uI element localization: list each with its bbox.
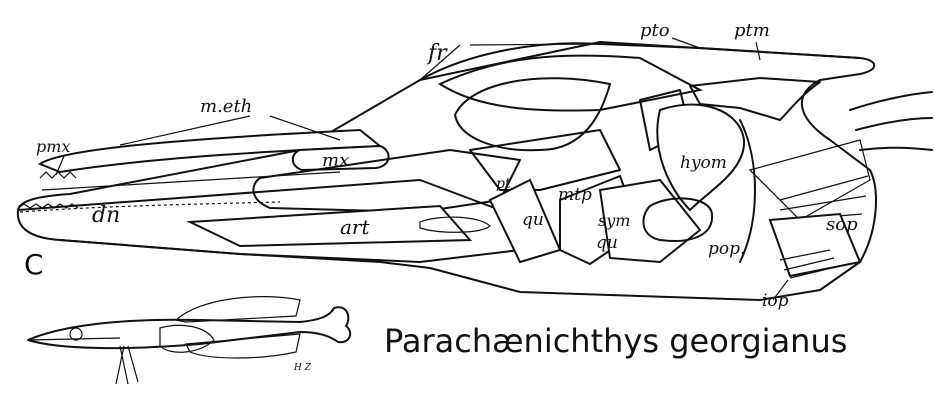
label-iop: iop [762,291,789,311]
artist-initials: H Z [293,363,312,373]
label-mx: mx [322,150,349,171]
label-pmx: pmx [36,137,70,156]
label-pt: pt [496,176,511,192]
label-fr: fr [426,41,448,66]
label-mtp: mtp [558,185,592,205]
label-m-eth: m.eth [200,96,252,117]
label-art: art [340,215,370,239]
label-sop: sop [826,214,858,235]
species-caption: Parachænichthys georgianus [384,322,847,360]
label-sym: sym [598,211,630,230]
label-ptm: ptm [734,20,770,41]
label-qu-lower: qu [596,233,618,253]
panel-letter: C [24,248,44,281]
label-pop: pop. [708,239,745,259]
label-hyom: hyom [680,153,727,173]
label-pto: pto [640,20,670,41]
skull-drawing [18,42,932,300]
fish-inset: H Z [28,297,350,384]
label-dn: dn [92,203,120,228]
label-qu-upper: qu [522,210,544,230]
